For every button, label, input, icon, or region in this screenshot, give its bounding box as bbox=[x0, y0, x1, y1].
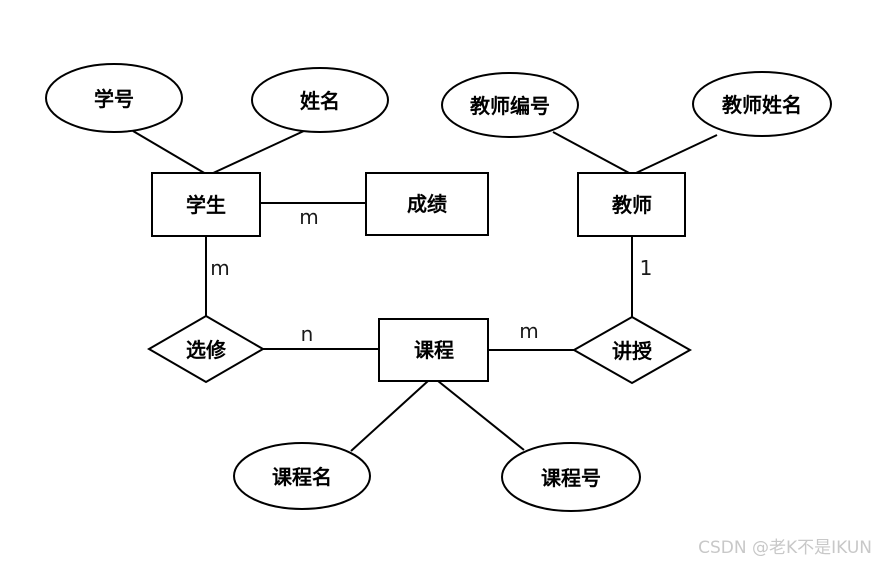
attribute-teacher-name-ellipse bbox=[692, 71, 832, 137]
connector-studentid-student bbox=[132, 130, 207, 175]
attribute-student-id-ellipse bbox=[45, 63, 183, 133]
entity-course-label: 课程 bbox=[414, 338, 454, 362]
entity-student: 学生 bbox=[151, 172, 261, 237]
attribute-teacher-name-label: 教师姓名 bbox=[722, 93, 802, 117]
relationship-enroll: 选修 bbox=[147, 314, 265, 384]
attribute-course-name-ellipse bbox=[233, 442, 371, 510]
attribute-student-id: 学号 bbox=[45, 63, 183, 133]
entity-grade-box bbox=[365, 172, 489, 236]
cardinality-teacher-teach: 1 bbox=[640, 256, 653, 280]
attribute-course-id: 课程号 bbox=[501, 442, 641, 512]
attribute-course-id-ellipse bbox=[501, 442, 641, 512]
connector-teachername-teacher bbox=[635, 134, 718, 174]
entity-grade-label: 成绩 bbox=[407, 192, 447, 216]
relationship-teach-diamond bbox=[571, 315, 693, 385]
connector-course-coursename bbox=[350, 380, 429, 452]
entity-course: 课程 bbox=[378, 318, 489, 382]
cardinality-student-enroll: m bbox=[210, 256, 229, 280]
relationship-teach: 讲授 bbox=[571, 315, 693, 385]
entity-grade: 成绩 bbox=[365, 172, 489, 236]
relationship-enroll-label: 选修 bbox=[186, 338, 227, 362]
attribute-teacher-name: 教师姓名 bbox=[692, 71, 832, 137]
entity-teacher-label: 教师 bbox=[612, 193, 652, 217]
cardinality-course-teach: m bbox=[519, 319, 538, 343]
relationship-teach-label: 讲授 bbox=[612, 339, 653, 363]
attribute-teacher-id: 教师编号 bbox=[441, 72, 579, 138]
cardinality-student-grade: m bbox=[299, 205, 318, 229]
entity-student-box bbox=[151, 172, 261, 237]
attribute-course-name: 课程名 bbox=[233, 442, 371, 510]
attribute-student-name-label: 姓名 bbox=[300, 89, 340, 113]
entity-course-box bbox=[378, 318, 489, 382]
attribute-course-id-label: 课程号 bbox=[541, 466, 601, 490]
watermark-text: CSDN @老K不是IKUN bbox=[698, 538, 872, 558]
relationship-enroll-diamond bbox=[147, 314, 265, 384]
attribute-student-name: 姓名 bbox=[251, 67, 389, 133]
entity-student-label: 学生 bbox=[186, 193, 226, 217]
entity-teacher: 教师 bbox=[577, 172, 686, 237]
connector-name-student bbox=[210, 129, 307, 175]
attribute-teacher-id-label: 教师编号 bbox=[470, 94, 550, 118]
attribute-course-name-label: 课程名 bbox=[272, 465, 332, 489]
entity-teacher-box bbox=[577, 172, 686, 237]
attribute-teacher-id-ellipse bbox=[441, 72, 579, 138]
connector-teacherid-teacher bbox=[552, 131, 632, 175]
attribute-student-id-label: 学号 bbox=[94, 87, 134, 111]
attribute-student-name-ellipse bbox=[251, 67, 389, 133]
connector-course-courseid bbox=[437, 380, 525, 451]
cardinality-enroll-course: n bbox=[301, 322, 314, 346]
